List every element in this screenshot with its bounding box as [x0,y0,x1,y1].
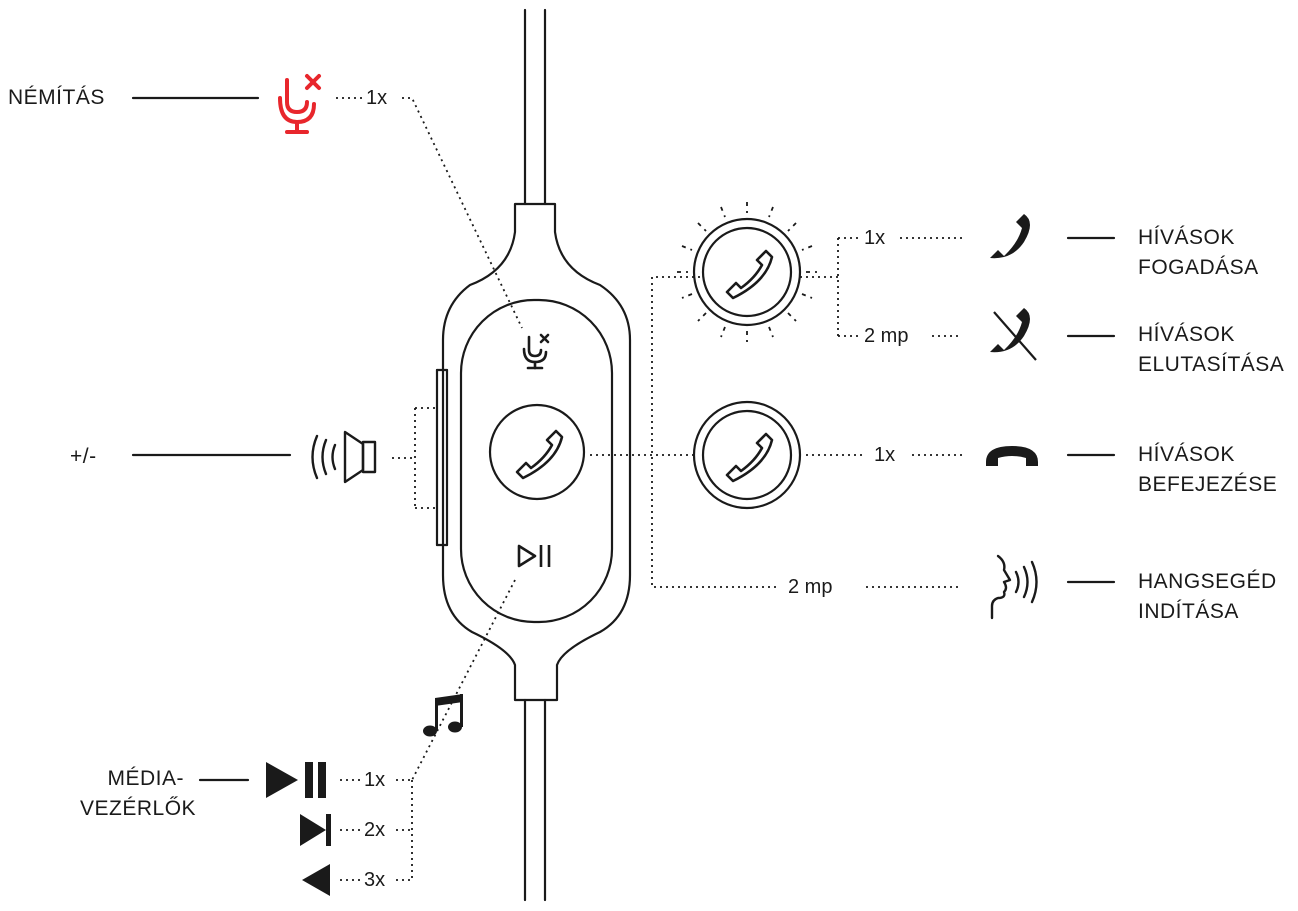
mute-label: NÉMÍTÁS [8,86,105,109]
voice-label-line2: INDÍTÁSA [1138,600,1239,623]
answer-count: 1x [860,226,890,250]
remote-body-outer [441,202,632,702]
solid-leader-lines [131,96,1116,782]
media-prev-count: 3x [360,868,390,892]
remote-body-inner [459,298,614,624]
media-label-line1: MÉDIA- [107,767,184,790]
answer-label-line1: HÍVÁSOK [1138,226,1235,249]
phone-answer-icon [990,214,1030,259]
media-play-pause-icon [266,762,326,798]
cable-bottom [523,698,547,902]
voice-assistant-icon [990,554,1038,620]
remote-mute-mic-icon [522,333,550,370]
speaker-icon [311,430,377,484]
end-label-line2: BEFEJEZÉSE [1138,473,1278,496]
answer-button-inner [701,226,793,318]
reject-label-line1: HÍVÁSOK [1138,323,1235,346]
end-button-outer [692,400,802,510]
answer-label-line2: FOGADÁSA [1138,256,1259,279]
media-play-count: 1x [360,768,390,792]
volume-label: +/- [70,445,97,468]
media-label-line2: VEZÉRLŐK [80,797,197,820]
mute-count: 1x [362,86,392,110]
ringing-rays [677,202,817,342]
dotted-leader-lines [336,97,962,881]
media-next-count: 2x [360,818,390,842]
skip-next-icon [300,814,331,846]
mute-mic-icon [278,74,321,134]
play-pause-icon [517,544,551,568]
phone-reject-icon [990,308,1037,361]
voice-label-line1: HANGSEGÉD [1138,570,1277,593]
music-note-icon [423,694,463,737]
reject-label-line2: ELUTASÍTÁSA [1138,353,1285,376]
end-button-inner [701,409,793,501]
reject-count: 2 mp [860,324,913,348]
phone-hangup-icon [986,446,1038,466]
cable-top [523,8,547,206]
skip-prev-icon [302,864,330,896]
end-count: 1x [870,443,900,467]
call-button[interactable] [488,403,586,501]
answer-button-outer [692,217,802,327]
volume-rocker[interactable] [435,368,449,547]
end-label-line1: HÍVÁSOK [1138,443,1235,466]
voice-count: 2 mp [784,575,837,599]
phone-handset-icon [515,249,774,483]
